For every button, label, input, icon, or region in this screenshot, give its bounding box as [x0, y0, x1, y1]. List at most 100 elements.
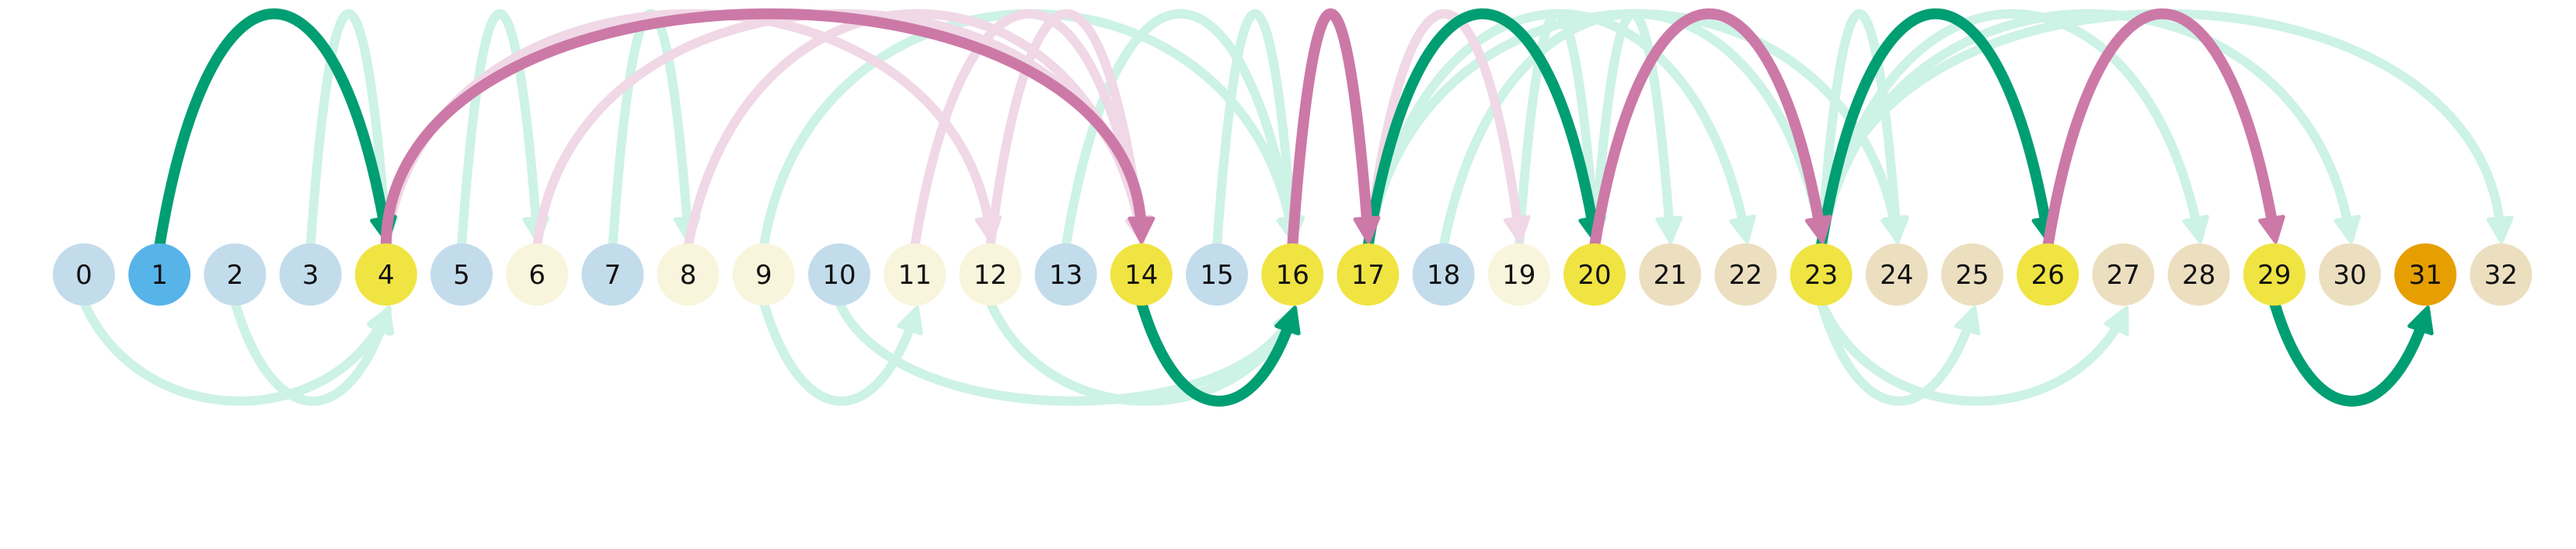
edge-2-4: [230, 298, 391, 406]
node-label-32: 32: [2484, 260, 2518, 291]
node-31: 31: [2394, 243, 2457, 306]
edge-17-22: [1363, 9, 1751, 251]
node-25: 25: [1941, 243, 2003, 306]
node-label-16: 16: [1276, 260, 1309, 291]
node-label-10: 10: [822, 260, 856, 291]
edge-9-11: [758, 298, 920, 406]
node-label-31: 31: [2409, 260, 2442, 291]
node-circle-11: [884, 243, 946, 306]
edge-arrowhead-16-17: [1353, 215, 1381, 244]
edge-6-14: [532, 9, 1146, 251]
node-circle-12: [959, 243, 1022, 306]
node-4: 4: [354, 243, 417, 306]
node-label-4: 4: [378, 260, 395, 291]
node-5: 5: [430, 243, 493, 306]
edge-arrowhead-20-21: [1655, 215, 1683, 244]
node-circle-2: [204, 243, 267, 306]
node-32: 32: [2470, 243, 2532, 306]
node-circle-30: [2319, 243, 2381, 306]
node-21: 21: [1639, 243, 1702, 306]
node-27: 27: [2092, 243, 2155, 306]
node-circle-32: [2470, 243, 2532, 306]
edge-23-26: [1815, 8, 2054, 252]
node-circle-1: [128, 243, 191, 306]
node-label-29: 29: [2257, 260, 2291, 291]
node-label-9: 9: [755, 260, 772, 291]
edge-11-14: [910, 9, 1146, 251]
node-circle-23: [1790, 243, 1853, 306]
edges-layer: [79, 8, 2514, 407]
edge-23-28: [1816, 9, 2204, 251]
node-circle-9: [732, 243, 795, 306]
node-circle-0: [53, 243, 115, 306]
node-15: 15: [1186, 243, 1248, 306]
node-circle-13: [1034, 243, 1097, 306]
node-circle-17: [1337, 243, 1400, 306]
node-circle-16: [1261, 243, 1324, 306]
edge-arrowhead-17-19: [1503, 215, 1531, 244]
edge-19-20: [1514, 9, 1599, 251]
node-circle-4: [354, 243, 417, 306]
edge-14-16: [1135, 297, 1298, 407]
edge-arrowhead-9-11: [897, 306, 923, 336]
node-7: 7: [581, 243, 644, 306]
node-circle-15: [1186, 243, 1248, 306]
node-label-2: 2: [227, 260, 244, 291]
node-13: 13: [1034, 243, 1097, 306]
edge-15-16: [1212, 9, 1298, 251]
edge-arrowhead-2-4: [368, 306, 395, 336]
edge-arrowhead-29-31: [2407, 306, 2434, 336]
edge-arrowhead-23-27: [2104, 306, 2129, 337]
node-circle-18: [1412, 243, 1475, 306]
node-label-18: 18: [1427, 260, 1460, 291]
node-circle-14: [1110, 243, 1173, 306]
node-circle-27: [2092, 243, 2155, 306]
node-23: 23: [1790, 243, 1853, 306]
node-circle-28: [2167, 243, 2230, 306]
node-label-0: 0: [75, 260, 92, 291]
node-label-6: 6: [528, 260, 546, 291]
node-circle-19: [1487, 243, 1550, 306]
node-label-15: 15: [1200, 260, 1233, 291]
edge-1-4: [154, 8, 392, 252]
edge-arrowhead-4-14: [1128, 216, 1156, 244]
edge-10-16: [835, 298, 1298, 406]
edge-16-17: [1287, 8, 1374, 252]
edge-26-29: [2042, 8, 2280, 252]
node-label-21: 21: [1654, 260, 1687, 291]
node-3: 3: [279, 243, 342, 306]
node-label-17: 17: [1351, 260, 1385, 291]
node-9: 9: [732, 243, 795, 306]
edge-0-4: [79, 298, 391, 406]
node-label-26: 26: [2031, 260, 2065, 291]
edge-3-4: [305, 9, 391, 251]
node-18: 18: [1412, 243, 1475, 306]
node-label-13: 13: [1049, 260, 1082, 291]
node-16: 16: [1261, 243, 1324, 306]
edge-arrowhead-20-23: [1804, 215, 1832, 244]
node-11: 11: [884, 243, 946, 306]
edge-29-31: [2268, 297, 2431, 407]
node-label-11: 11: [898, 260, 932, 291]
node-circle-6: [506, 243, 569, 306]
edge-17-20: [1362, 8, 1600, 252]
edge-13-16: [1061, 9, 1298, 251]
edge-17-19: [1363, 9, 1524, 251]
node-label-8: 8: [680, 260, 697, 291]
node-label-20: 20: [1577, 260, 1611, 291]
node-29: 29: [2243, 243, 2306, 306]
node-30: 30: [2319, 243, 2381, 306]
node-0: 0: [53, 243, 115, 306]
node-24: 24: [1865, 243, 1928, 306]
node-circle-22: [1714, 243, 1777, 306]
node-label-19: 19: [1502, 260, 1535, 291]
node-circle-8: [657, 243, 720, 306]
edge-20-21: [1590, 9, 1675, 251]
node-circle-5: [430, 243, 493, 306]
node-label-14: 14: [1124, 260, 1158, 291]
node-14: 14: [1110, 243, 1173, 306]
node-8: 8: [657, 243, 720, 306]
edge-5-6: [457, 9, 542, 251]
node-17: 17: [1337, 243, 1400, 306]
